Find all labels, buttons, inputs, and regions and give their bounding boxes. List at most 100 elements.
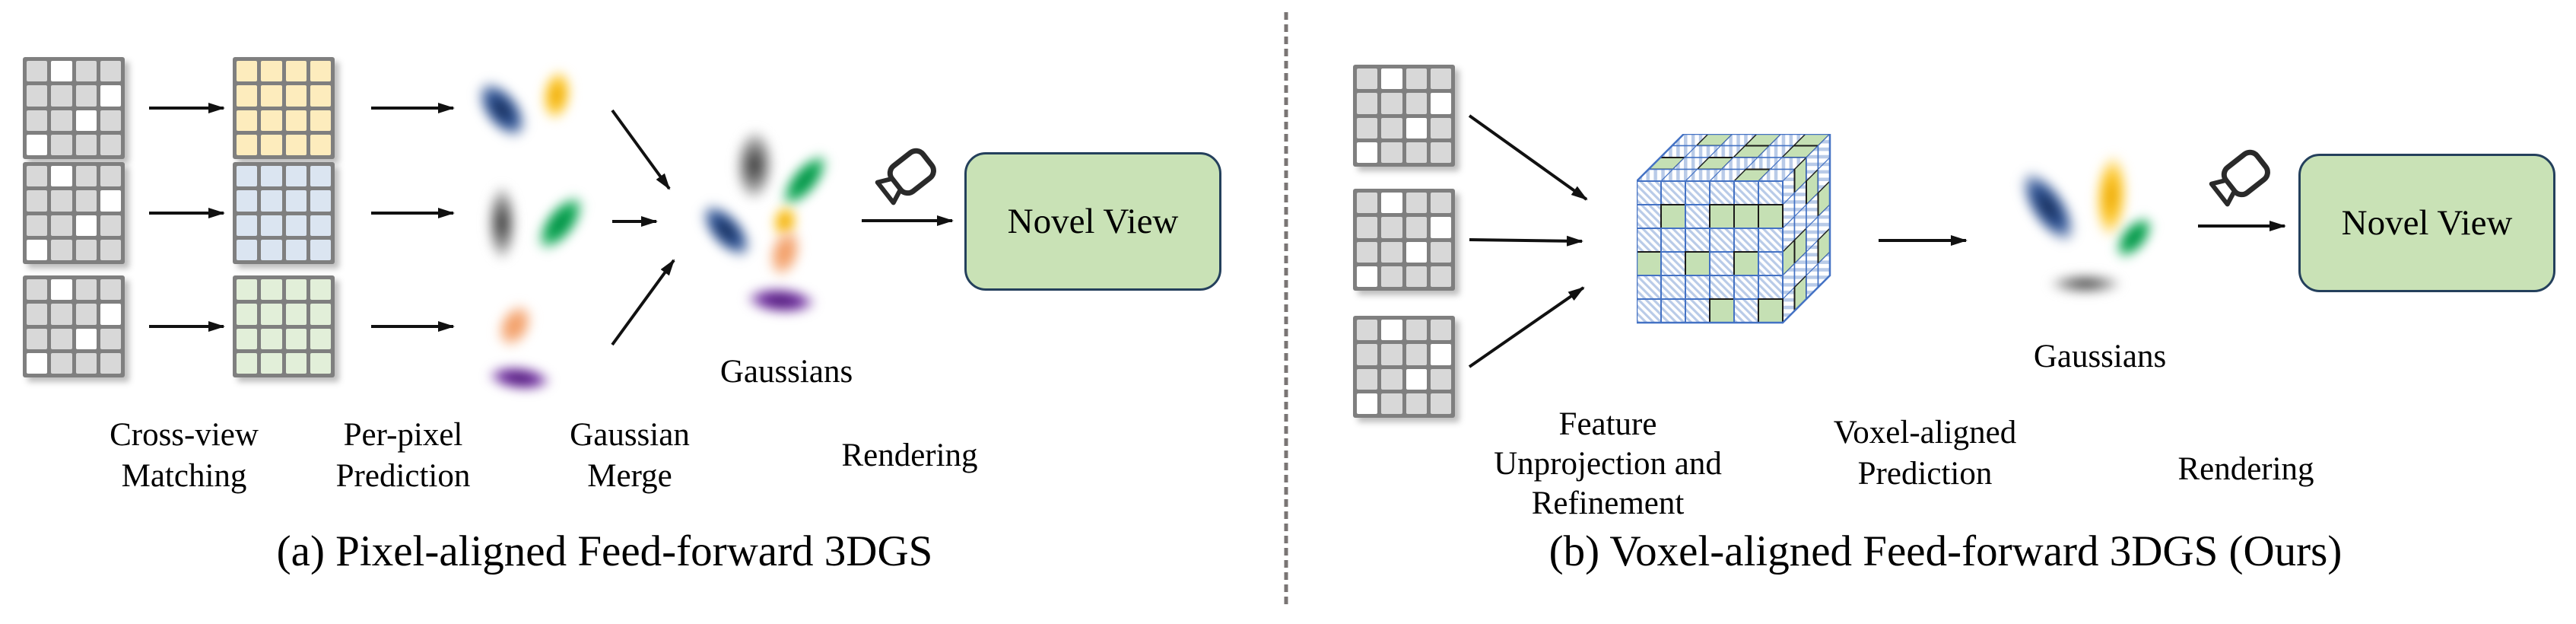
grid-cell bbox=[100, 329, 121, 349]
voxel-cell bbox=[1661, 275, 1685, 299]
grid-cell bbox=[310, 166, 331, 186]
grid-cell bbox=[1357, 118, 1377, 138]
grid-cell bbox=[237, 166, 257, 186]
voxel-cell-green bbox=[1710, 205, 1734, 228]
voxel-cell bbox=[1758, 252, 1783, 275]
voxel-cell bbox=[1734, 299, 1758, 323]
grid-cell bbox=[1357, 320, 1377, 340]
grid-cell bbox=[310, 304, 331, 324]
grid-cell bbox=[1406, 242, 1427, 263]
flow-arrow bbox=[1469, 116, 1587, 199]
grid-cell bbox=[1357, 68, 1377, 89]
grid-cell bbox=[310, 85, 331, 106]
grid-cell bbox=[261, 110, 281, 131]
grid-cell bbox=[76, 61, 97, 81]
grid-cell bbox=[1431, 93, 1451, 113]
grid-cell bbox=[1381, 193, 1402, 213]
grid-cell bbox=[1431, 217, 1451, 237]
gaussian-blob-pair3-purple bbox=[474, 357, 565, 400]
voxel-cell bbox=[1734, 275, 1758, 299]
grid-cell bbox=[100, 215, 121, 236]
label-gaussians-b: Gaussians bbox=[2034, 336, 2166, 377]
voxel-cell bbox=[1637, 228, 1661, 252]
input-image-grid-b1 bbox=[1353, 65, 1455, 167]
grid-cell bbox=[261, 135, 281, 155]
grid-cell bbox=[1381, 142, 1402, 163]
grid-cell bbox=[286, 110, 307, 131]
grid-cell bbox=[310, 353, 331, 374]
grid-cell bbox=[51, 240, 71, 260]
grid-cell bbox=[27, 353, 47, 374]
grid-cell bbox=[100, 135, 121, 155]
novel-view-label-a: Novel View bbox=[1008, 201, 1179, 242]
voxel-cell bbox=[1734, 228, 1758, 252]
grid-cell bbox=[1431, 266, 1451, 287]
gaussian-blob-pair2-gray bbox=[481, 171, 523, 275]
grid-cell bbox=[100, 61, 121, 81]
grid-cell bbox=[1357, 369, 1377, 390]
grid-cell bbox=[286, 135, 307, 155]
voxel-cell-green bbox=[1685, 252, 1710, 275]
grid-cell bbox=[1381, 320, 1402, 340]
gaussian-blob-pair1-navy bbox=[454, 58, 550, 161]
voxel-cell-green bbox=[1661, 205, 1685, 228]
grid-cell bbox=[76, 190, 97, 211]
voxel-cell bbox=[1685, 299, 1710, 323]
grid-cell bbox=[1431, 118, 1451, 138]
grid-cell bbox=[1357, 193, 1377, 213]
grid-cell bbox=[51, 353, 71, 374]
grid-cell bbox=[27, 190, 47, 211]
grid-cell bbox=[76, 110, 97, 131]
gaussian-blob-merged-purple bbox=[731, 279, 831, 323]
grid-cell bbox=[76, 304, 97, 324]
grid-cell bbox=[1406, 320, 1427, 340]
voxel-cell bbox=[1661, 228, 1685, 252]
grid-cell bbox=[286, 85, 307, 106]
grid-cell bbox=[51, 329, 71, 349]
label-rendering-b: Rendering bbox=[2177, 449, 2314, 490]
grid-cell bbox=[1431, 242, 1451, 263]
voxel-cell bbox=[1685, 205, 1710, 228]
grid-cell bbox=[286, 279, 307, 300]
grid-cell bbox=[76, 85, 97, 106]
caption-panel-a: (a) Pixel-aligned Feed-forward 3DGS bbox=[277, 528, 933, 575]
grid-cell bbox=[261, 329, 281, 349]
voxel-cube bbox=[1637, 134, 1833, 326]
grid-cell bbox=[286, 61, 307, 81]
grid-cell bbox=[1357, 142, 1377, 163]
grid-cell bbox=[286, 304, 307, 324]
input-image-grid-a2 bbox=[23, 162, 125, 264]
grid-cell bbox=[1406, 93, 1427, 113]
grid-cell bbox=[310, 61, 331, 81]
grid-cell bbox=[1431, 193, 1451, 213]
voxel-cell bbox=[1661, 181, 1685, 205]
input-image-grid-a1 bbox=[23, 57, 125, 159]
grid-cell bbox=[51, 215, 71, 236]
grid-cell bbox=[1381, 93, 1402, 113]
grid-cell bbox=[237, 61, 257, 81]
grid-cell bbox=[237, 215, 257, 236]
grid-cell bbox=[51, 279, 71, 300]
grid-cell bbox=[1357, 217, 1377, 237]
feature-grid-green bbox=[233, 275, 335, 377]
grid-cell bbox=[27, 61, 47, 81]
novel-view-box-a: Novel View bbox=[964, 152, 1221, 291]
grid-cell bbox=[27, 85, 47, 106]
label-gaussian-merge: Gaussian Merge bbox=[570, 415, 690, 497]
label-voxel-aligned-prediction: Voxel-aligned Prediction bbox=[1834, 412, 2016, 495]
grid-cell bbox=[261, 279, 281, 300]
grid-cell bbox=[51, 61, 71, 81]
grid-cell bbox=[237, 110, 257, 131]
grid-cell bbox=[1406, 266, 1427, 287]
grid-cell bbox=[27, 166, 47, 186]
voxel-cell bbox=[1637, 181, 1661, 205]
grid-cell bbox=[76, 279, 97, 300]
caption-panel-b: (b) Voxel-aligned Feed-forward 3DGS (Our… bbox=[1549, 528, 2343, 575]
input-image-grid-b2 bbox=[1353, 189, 1455, 291]
grid-cell bbox=[76, 166, 97, 186]
grid-cell bbox=[100, 353, 121, 374]
grid-cell bbox=[310, 135, 331, 155]
voxel-cell bbox=[1710, 181, 1734, 205]
grid-cell bbox=[261, 166, 281, 186]
grid-cell bbox=[237, 279, 257, 300]
